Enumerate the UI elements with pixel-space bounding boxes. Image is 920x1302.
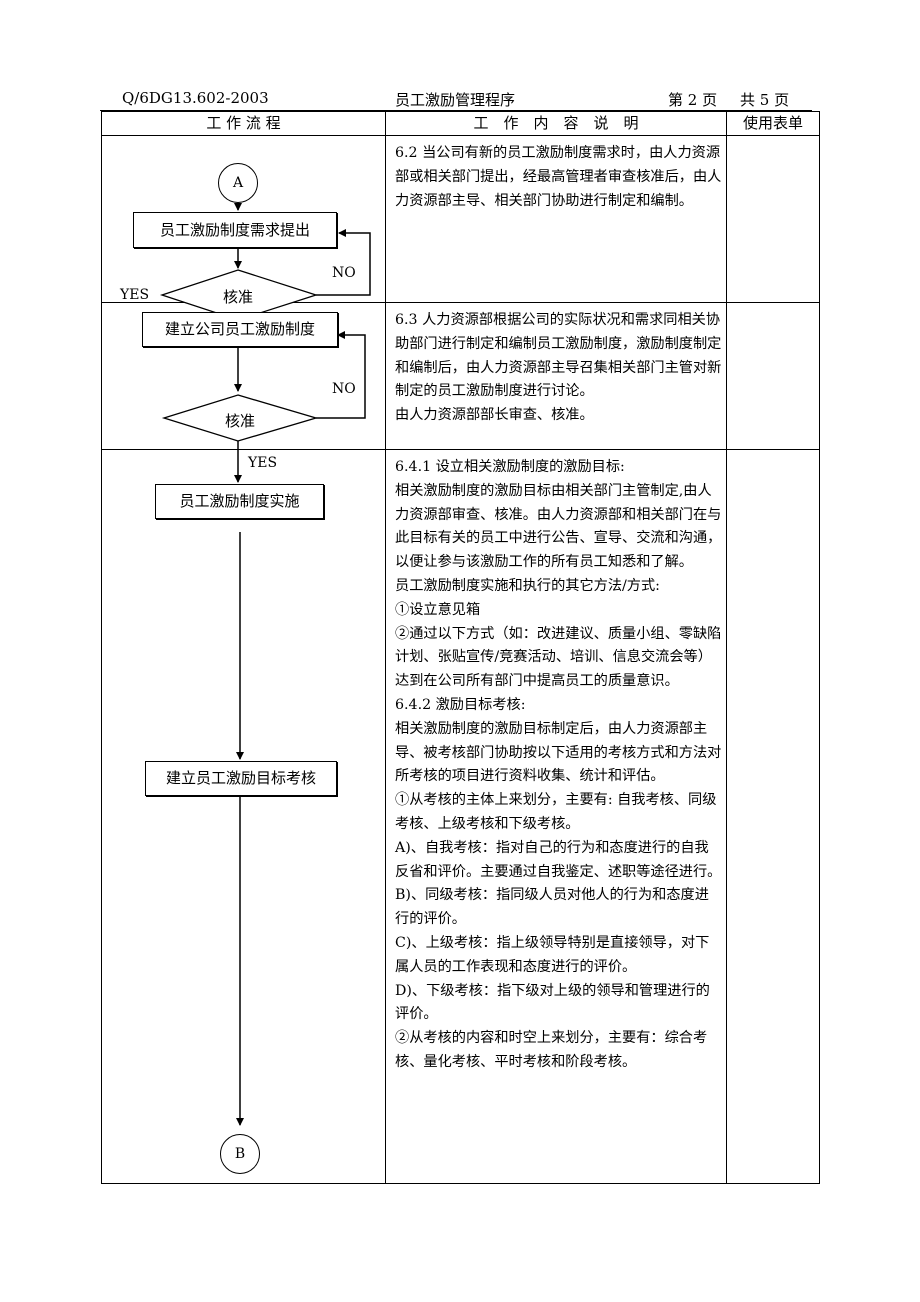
form-cell-3: [726, 449, 820, 1184]
content-paragraph: ②从考核的内容和时空上来划分，主要有：综合考核、量化考核、平时考核和阶段考核。: [395, 1030, 708, 1070]
col-header-forms: 使用表单: [726, 111, 820, 136]
content-paragraph: ①设立意见箱: [395, 601, 481, 618]
form-cell-2: [726, 302, 820, 450]
content-paragraph: ②通过以下方式（如：改进建议、质量小组、零缺陷计划、张贴宣传/竞赛活动、培训、信…: [395, 625, 722, 690]
yes-label-2: YES: [248, 455, 278, 471]
col-header-content: 工 作 内 容 说 明: [385, 111, 727, 136]
approve-diamond-label-1: 核准: [223, 288, 254, 306]
doc-title: 员工激励管理程序: [395, 91, 516, 109]
step-requirement-box: 员工激励制度需求提出: [133, 212, 337, 248]
content-cell-2: 6.3 人力资源部根据公司的实际状况和需求同相关协助部门进行制定和编制员工激励制…: [385, 302, 727, 450]
content-paragraph: C)、上级考核：指上级领导特别是直接领导，对下属人员的工作表现和态度进行的评价。: [395, 934, 710, 975]
content-paragraph: A)、自我考核：指对自己的行为和态度进行的自我反省和评价。主要通过自我鉴定、述职…: [395, 839, 722, 880]
table-row: A 员工激励制度需求提出 核准 YES NO 6.2 当公司有新的员工激励制度需…: [101, 135, 820, 335]
content-paragraph: 相关激励制度的激励目标制定后，由人力资源部主导、被考核部门协助按以下适用的考核方…: [395, 720, 722, 785]
page-total: 共 5 页: [740, 91, 790, 109]
step-target-assessment-box: 建立员工激励目标考核: [145, 761, 337, 796]
content-paragraph: 6.3 人力资源部根据公司的实际状况和需求同相关协助部门进行制定和编制员工激励制…: [395, 312, 722, 400]
page-number: 第 2 页: [668, 91, 718, 109]
content-cell-3: 6.4.1 设立相关激励制度的激励目标: 相关激励制度的激励目标由相关部门主管制…: [385, 449, 727, 1184]
content-paragraph: 6.4.2 激励目标考核:: [395, 696, 526, 713]
doc-number: Q/6DG13.602-2003: [122, 89, 269, 107]
table-row: YES 员工激励制度实施 建立员工激励目标考核 B 6.4.1 设立相关激励制度…: [101, 449, 820, 1184]
flow-cell-2: 建立公司员工激励制度 核准 NO: [101, 302, 386, 450]
flow-cell-3: YES 员工激励制度实施 建立员工激励目标考核 B: [101, 449, 386, 1184]
content-paragraph: D)、下级考核：指下级对上级的领导和管理进行的评价。: [395, 982, 710, 1023]
no-label-2: NO: [332, 381, 356, 397]
connector-b: B: [220, 1134, 260, 1174]
table-row: 建立公司员工激励制度 核准 NO 6.3 人力资源部根据公司的实际状况和需求同相…: [101, 302, 820, 450]
content-paragraph: ①从考核的主体上来划分，主要有: 自我考核、同级考核、上级考核和下级考核。: [395, 792, 717, 832]
flow-arrows-2: [161, 331, 366, 449]
content-paragraph: B)、同级考核：指同级人员对他人的行为和态度进行的评价。: [395, 887, 709, 928]
col-header-flow: 工 作 流 程: [101, 111, 386, 136]
connector-a: A: [218, 163, 258, 203]
no-label-1: NO: [332, 265, 356, 281]
header-rule: [100, 110, 812, 111]
flow-arrows-3: [234, 450, 244, 1126]
content-paragraph: 6.2 当公司有新的员工激励制度需求时，由人力资源部或相关部门提出，经最高管理者…: [395, 145, 722, 209]
content-paragraph: 员工激励制度实施和执行的其它方法/方式:: [395, 577, 660, 594]
content-paragraph: 由人力资源部部长审查、核准。: [395, 407, 594, 424]
step-establish-box: 建立公司员工激励制度: [142, 312, 338, 347]
approve-diamond-label-2: 核准: [225, 412, 256, 430]
yes-label-1: YES: [120, 287, 150, 303]
content-cell-1: 6.2 当公司有新的员工激励制度需求时，由人力资源部或相关部门提出，经最高管理者…: [385, 135, 727, 303]
table-header-row: 工 作 流 程 工 作 内 容 说 明 使用表单: [101, 111, 820, 136]
flow-cell-1: A 员工激励制度需求提出 核准 YES NO: [101, 135, 386, 335]
content-paragraph: 相关激励制度的激励目标由相关部门主管制定,由人力资源部审查、核准。由人力资源部和…: [395, 482, 722, 571]
form-cell-1: [726, 135, 820, 303]
step-implement-box: 员工激励制度实施: [155, 484, 324, 519]
content-paragraph: 6.4.1 设立相关激励制度的激励目标:: [395, 459, 625, 475]
procedure-table: 工 作 流 程 工 作 内 容 说 明 使用表单 A 员工激励制度需求提出 核准: [101, 111, 820, 1184]
